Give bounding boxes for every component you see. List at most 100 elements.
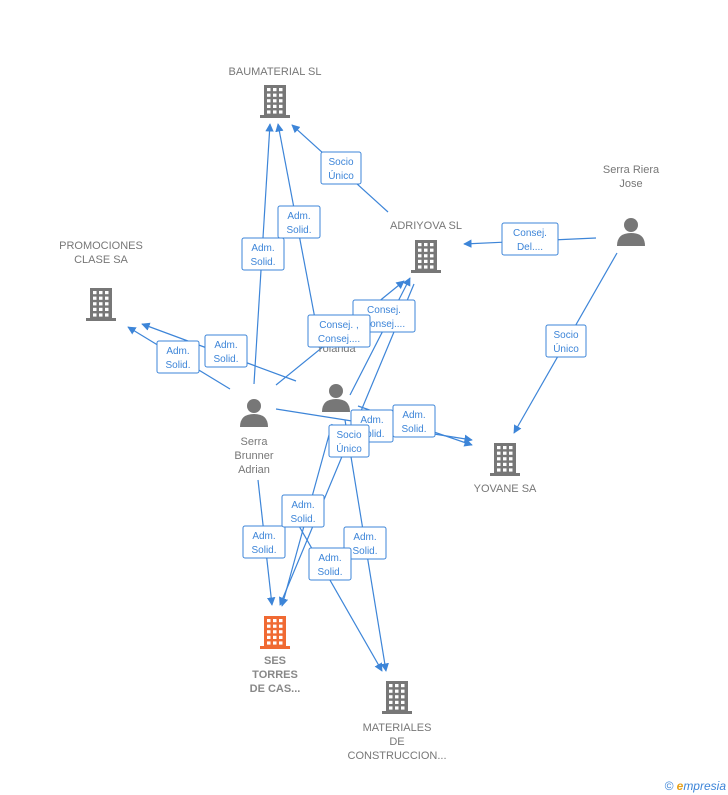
edge-label-box [545,324,587,358]
edge-label-text: Consej. , [319,320,358,331]
edge-label-box [204,334,248,368]
edge-label-text: Socio [336,430,361,441]
node-label: TORRES [252,669,298,681]
building-icon [382,681,412,714]
node-label: YOVANE SA [474,483,537,495]
edge-label-text: Socio [328,157,353,168]
node-label: CONSTRUCCION... [348,750,447,762]
edge-label-e16[interactable]: Adm. Solid. [308,547,352,581]
edge-label-text: Adm. [353,532,376,543]
edge-label-box [242,525,286,559]
node-label: DE [389,736,404,748]
node-label: Adrian [238,464,270,476]
edge-label-e2[interactable]: Adm. Solid. [277,205,321,239]
edge-label-text: Consej. [513,228,547,239]
edge-label-text: Adm. [318,553,341,564]
edge-label-text: Solid. [165,360,190,371]
building-icon [86,288,116,321]
building-icon [411,240,441,273]
edge-label-text: Solid. [317,567,342,578]
edge-label-text: Adm. [402,410,425,421]
node-adriyova[interactable]: ADRIYOVA SL [390,220,462,273]
node-label: Brunner [234,450,273,462]
footer-brand[interactable]: © empresia [664,779,726,793]
edge-label-text: Único [553,342,579,355]
edge-label-e7[interactable]: Adm. Solid. [156,340,200,374]
edge-label-text: Solid. [359,429,384,440]
node-label: BAUMATERIAL SL [229,66,322,78]
edge-label-box [392,404,436,438]
edge-label-text: Solid. [352,546,377,557]
edge-label-text: Adm. [291,500,314,511]
edge-label-e8[interactable]: Adm. Solid. [204,334,248,368]
nodes-layer: BAUMATERIAL SL PROMOCIONES CLASE SA ADRIYOV… [59,66,660,762]
edge-label-box [281,494,325,528]
edge-label-text: Consej.... [363,319,405,330]
node-label: SES [264,655,286,667]
edge-e5 [349,277,411,396]
edge-label-text: Único [336,442,362,455]
edge-label-text: Solid. [251,545,276,556]
edge-label-box [501,222,559,256]
node-label: DE CAS... [250,683,301,695]
edge-label-text: Solid. [213,354,238,365]
edge-label-text: Adm. [287,211,310,222]
person-icon [240,399,268,427]
brand-name: mpresia [683,779,726,793]
node-yovane[interactable]: YOVANE SA [474,443,537,495]
edge-label-text: Solid. [250,257,275,268]
edge-label-text: Adm. [214,340,237,351]
edge-label-text: Adm. [360,415,383,426]
edge-label-box [328,424,370,458]
copyright-symbol: © [664,779,674,793]
node-materiales[interactable]: MATERIALES DE CONSTRUCCION... [348,681,447,762]
building-icon [260,616,290,649]
edge-label-e3[interactable]: Adm. Solid. [241,237,285,271]
node-label: Serra [241,436,269,448]
edge-e16 [286,504,383,672]
node-label: MATERIALES [363,722,432,734]
node-baumaterial[interactable]: BAUMATERIAL SL [229,66,322,118]
node-label: Jose [619,178,642,190]
building-icon [260,85,290,118]
node-label: CLASE SA [74,254,128,266]
edge-label-e13[interactable]: Adm.Solid. [242,525,286,559]
edges-layer [127,123,618,672]
node-sestorres[interactable]: SES TORRES DE CAS... [250,616,301,695]
edge-label-e14[interactable]: Adm. Solid. [281,494,325,528]
edge-label-text: Único [328,169,354,182]
edge-labels-layer: SocioÚnicoAdm.Solid.Adm.Solid.Consej.Del… [156,151,587,581]
edge-label-text: Adm. [166,346,189,357]
node-label: PROMOCIONES [59,240,143,252]
edge-label-text: Solid. [401,424,426,435]
edge-label-box [307,314,371,348]
edge-label-box [277,205,321,239]
edge-label-text: Consej. [367,305,401,316]
edge-label-text: Adm. [251,243,274,254]
brand-initial: e [676,779,684,793]
building-icon [490,443,520,476]
edge-label-box [156,340,200,374]
node-promociones[interactable]: PROMOCIONES CLASE SA [59,240,143,321]
edge-label-text: Del.... [517,242,543,253]
node-label: Serra Riera [603,164,660,176]
edge-label-text: Socio [553,330,578,341]
edge-label-text: Solid. [290,514,315,525]
edge-label-e6[interactable]: Consej. , Consej.... [307,314,371,348]
edge-label-e11[interactable]: Adm. Solid. [392,404,436,438]
edge-label-text: Consej.... [318,334,360,345]
edge-label-box [241,237,285,271]
edge-label-text: Solid. [286,225,311,236]
edge-label-box [343,526,387,560]
edge-label-e15[interactable]: Adm. Solid. [343,526,387,560]
edge-label-e4[interactable]: Consej. Del.... [501,222,559,256]
person-icon [322,384,350,412]
edge-label-box [320,151,362,185]
edge-label-box [308,547,352,581]
